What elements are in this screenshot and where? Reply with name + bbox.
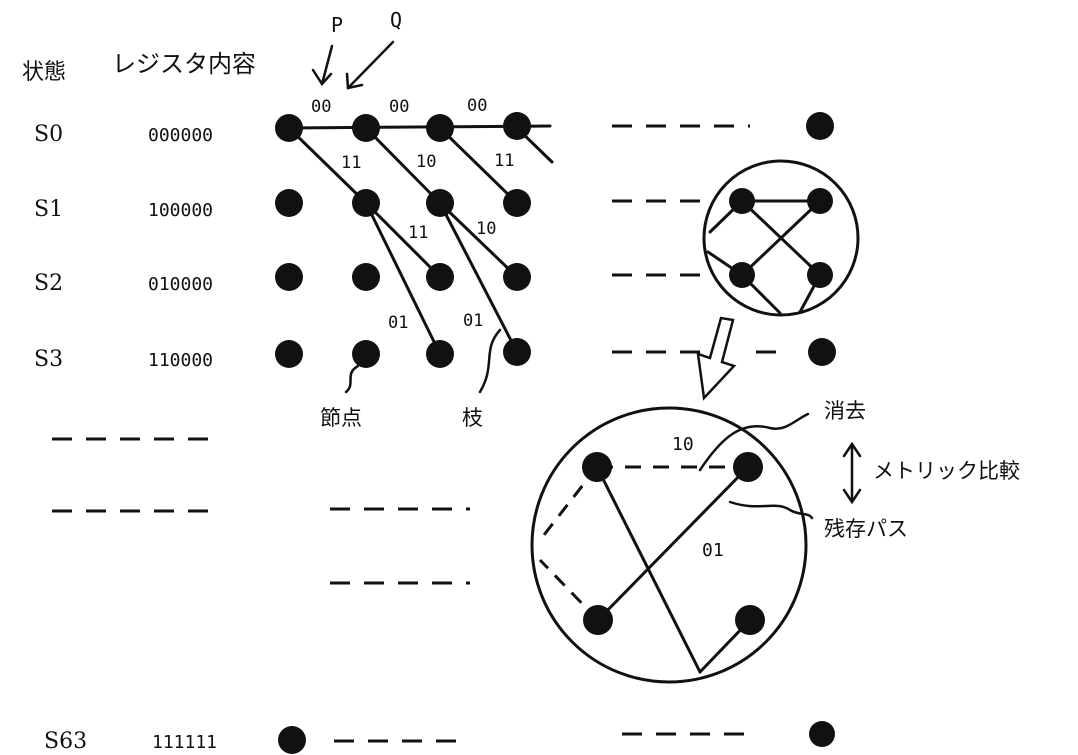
state-name-s2: S2 <box>34 271 63 296</box>
branch-label: 10 <box>476 219 496 239</box>
register-s2: 010000 <box>148 274 213 295</box>
branch-label: 00 <box>311 97 331 117</box>
branch-annotation-label: 枝 <box>462 406 483 430</box>
erase-pointer-line <box>698 412 810 472</box>
branch-label: 01 <box>463 311 483 331</box>
zoom-label-upper: 10 <box>672 434 694 455</box>
state-name-s63: S63 <box>44 729 87 754</box>
metric-compare-arrow-icon <box>842 441 862 505</box>
zoom-label-lower: 01 <box>702 540 724 561</box>
branch-label: 11 <box>408 223 428 243</box>
trellis-nodes <box>275 112 836 754</box>
branch-label: 00 <box>389 97 409 117</box>
register-s3: 110000 <box>148 350 213 371</box>
state-name-s1: S1 <box>34 197 63 222</box>
register-s0: 000000 <box>148 125 213 146</box>
input-q-arrow <box>345 40 395 90</box>
state-header: 状態 <box>22 60 66 85</box>
node-pointer-line <box>344 364 360 394</box>
input-p-arrow <box>311 44 334 87</box>
survivor-path-label: 残存パス <box>824 517 908 541</box>
branch-label: 00 <box>467 96 487 116</box>
zoom-arrow-icon <box>696 316 737 401</box>
trellis-continuation-dashes <box>52 124 776 743</box>
node-annotation-label: 節点 <box>320 406 362 430</box>
register-s63: 111111 <box>152 732 217 753</box>
branch-label: 11 <box>494 151 514 171</box>
input-p-label: P <box>331 13 343 37</box>
state-name-s0: S0 <box>34 122 63 147</box>
register-s1: 100000 <box>148 200 213 221</box>
branch-label: 11 <box>341 153 361 173</box>
state-name-s3: S3 <box>34 347 63 372</box>
register-header: レジスタ内容 <box>112 50 256 78</box>
branch-pointer-line <box>478 328 502 394</box>
erase-label: 消去 <box>824 399 866 423</box>
survivor-pointer-line <box>728 500 814 520</box>
branch-label: 01 <box>388 313 408 333</box>
input-q-label: Q <box>390 8 402 32</box>
large-magnifier-circle <box>530 406 808 684</box>
metric-compare-label: メトリック比較 <box>873 459 1020 483</box>
small-magnifier-circle <box>702 159 860 317</box>
branch-label: 10 <box>416 152 436 172</box>
